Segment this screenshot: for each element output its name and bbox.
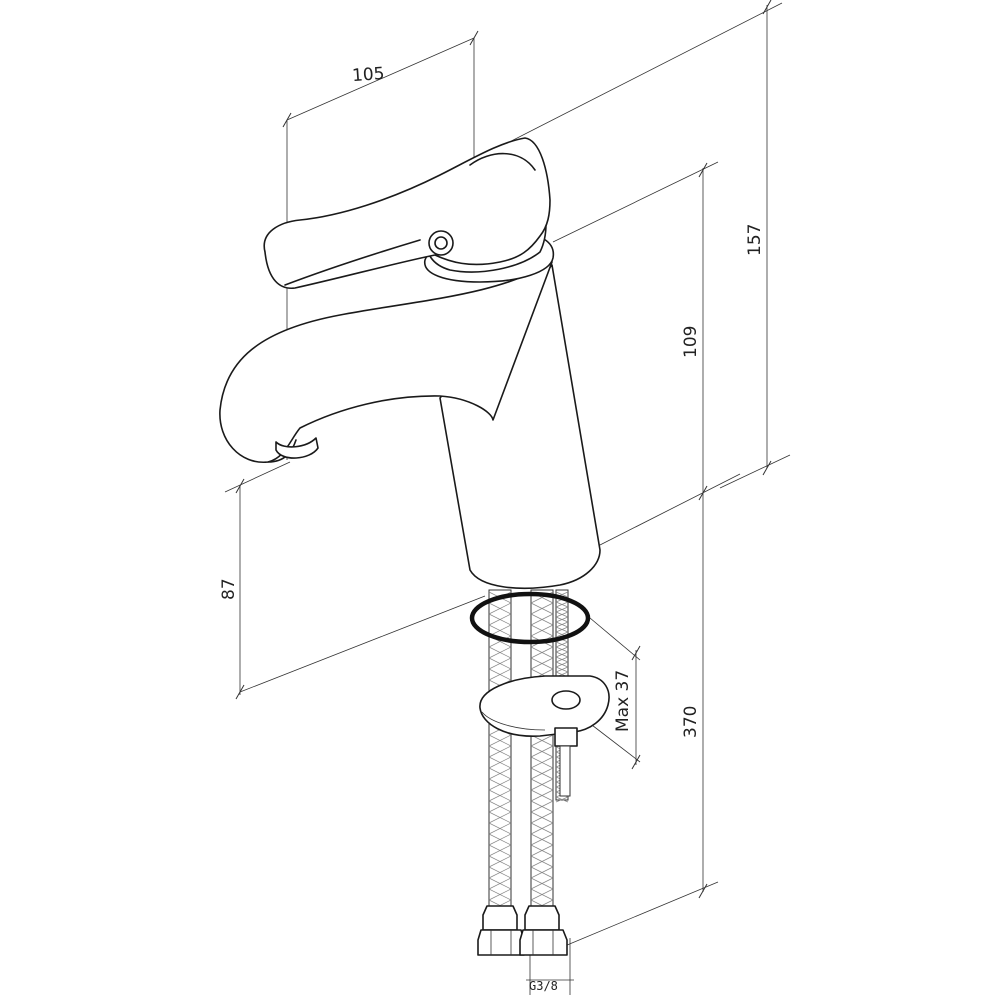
dim-body-height: 109 — [681, 326, 701, 358]
hose-fittings — [477, 905, 568, 956]
o-ring — [469, 591, 591, 645]
dim-total-height: 157 — [745, 224, 765, 256]
dimension-lines — [224, 2, 791, 995]
dimension-ticks — [235, 0, 772, 899]
dim-hose-length: 370 — [681, 706, 701, 738]
dim-spout-reach: 105 — [351, 64, 385, 86]
dimension-labels: 105 157 109 87 370 Max 37 G3/8 — [219, 64, 765, 993]
fixing-washer — [479, 675, 610, 797]
dim-thread: G3/8 — [529, 979, 558, 993]
dim-max-deck: Max 37 — [613, 670, 633, 732]
supply-hoses — [488, 589, 569, 923]
faucet-body — [219, 137, 601, 590]
dim-spout-height: 87 — [219, 578, 239, 600]
